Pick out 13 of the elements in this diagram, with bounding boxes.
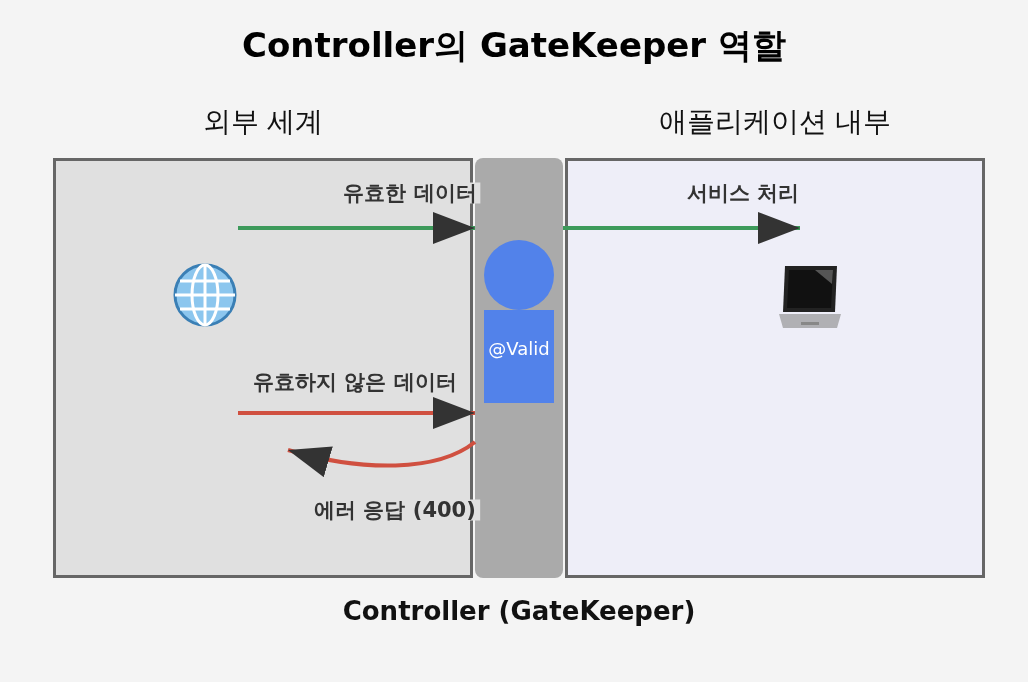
person-figure [484, 240, 554, 403]
arrow [563, 212, 800, 244]
region-panel [565, 158, 985, 578]
arrow [238, 397, 475, 429]
gate-caption: Controller (GateKeeper) [341, 598, 697, 624]
annotation-label: @Valid [487, 340, 551, 358]
arrow [287, 440, 477, 477]
region-panel [53, 158, 473, 578]
arrow [238, 212, 475, 244]
region-heading: 외부 세계 [201, 108, 325, 136]
diagram-title: Controller의 GateKeeper 역할 [241, 28, 787, 62]
region-heading: 애플리케이션 내부 [657, 108, 893, 136]
gate-bar [475, 158, 563, 578]
